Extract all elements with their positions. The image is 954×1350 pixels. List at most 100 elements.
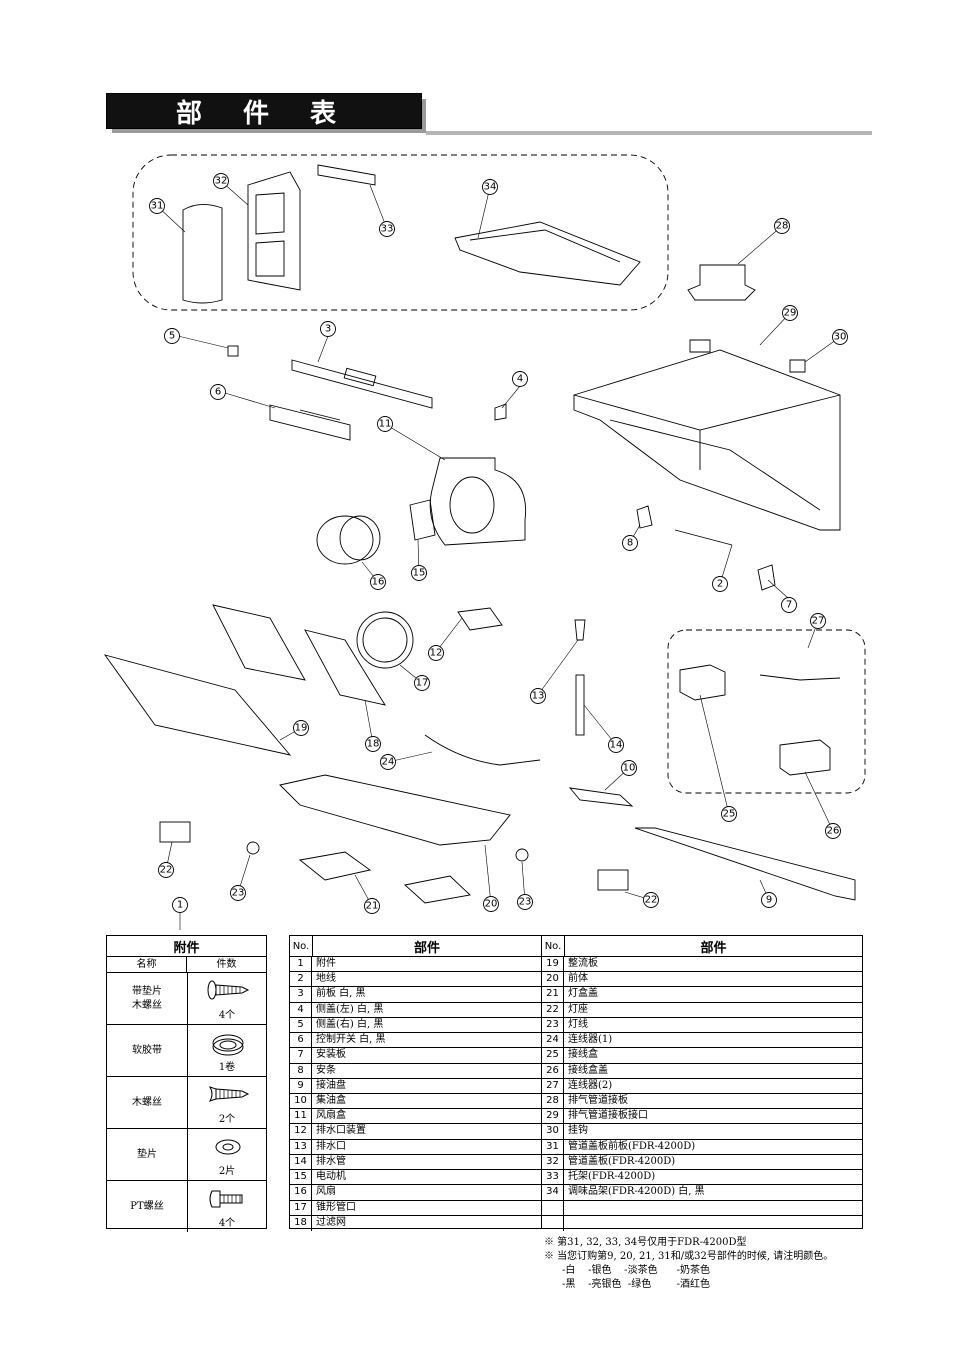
part-number: 7 xyxy=(290,1048,312,1063)
callout-12-label: 12 xyxy=(430,648,443,659)
part-name: 集油盒 xyxy=(316,1094,346,1106)
callout-19: 19 xyxy=(293,720,309,736)
part-number: 17 xyxy=(290,1200,312,1215)
callout-5-label: 5 xyxy=(169,331,175,342)
part-number: 32 xyxy=(542,1154,564,1170)
part-31-duct-front-panel xyxy=(182,204,223,304)
accessory-qty: 4个 xyxy=(218,1218,236,1229)
callout-25: 25 xyxy=(721,806,737,822)
optional-connector-group xyxy=(667,629,866,794)
note-colors-row-1: -白 -银色 -淡茶色 -奶茶色 xyxy=(562,1265,711,1276)
part-number: 34 xyxy=(542,1185,564,1200)
part-34-spice-rack xyxy=(454,221,641,286)
part-21-lamp-cover-2 xyxy=(404,875,471,904)
part-number: 30 xyxy=(542,1124,564,1139)
part-8-bar xyxy=(636,505,653,529)
note-order-color: ※ 当您订购第9, 20, 21, 31和/或32号部件的时候, 请注明颜色。 xyxy=(544,1251,834,1262)
callout-23-label: 23 xyxy=(232,888,245,899)
parts-table-right-header: No. 部件 xyxy=(542,936,862,957)
callout-21: 21 xyxy=(364,898,380,914)
part-number: 22 xyxy=(542,1002,564,1017)
part-name: 接油盘 xyxy=(316,1079,346,1091)
callout-3-label: 3 xyxy=(325,324,331,335)
part-number: 33 xyxy=(542,1170,564,1185)
part-number: 18 xyxy=(290,1215,312,1231)
part-30-hook xyxy=(789,359,806,373)
callout-14-label: 14 xyxy=(610,740,623,751)
callout-17-label: 17 xyxy=(416,678,429,689)
accessory-qty-cell: 4个 xyxy=(188,1181,266,1232)
part-number: 24 xyxy=(542,1033,564,1048)
part-11-fan-housing-opening xyxy=(449,476,495,534)
part-24-connector xyxy=(424,734,541,766)
callout-32-label: 32 xyxy=(215,176,228,187)
part-number: 26 xyxy=(542,1063,564,1078)
callout-16: 16 xyxy=(370,574,386,590)
part-5-side-cap xyxy=(227,345,239,357)
part-21-lamp-cover xyxy=(298,851,372,881)
callout-1-label: 1 xyxy=(177,900,183,911)
callout-10: 10 xyxy=(621,760,637,776)
part-name: 灯线 xyxy=(568,1018,588,1030)
callout-21-label: 21 xyxy=(366,901,379,912)
table-row: 27 连线器(2) xyxy=(542,1078,862,1094)
part-2-ground-wire xyxy=(674,529,733,546)
callout-1: 1 xyxy=(172,897,188,913)
callout-8-label: 8 xyxy=(627,538,633,549)
accessory-qty-cell: 1卷 xyxy=(188,1025,266,1076)
callout-34-label: 34 xyxy=(484,182,497,193)
callout-22-label: 22 xyxy=(160,865,173,876)
accessory-row: 软胶带 1卷 xyxy=(107,1025,266,1077)
part-name: 管道盖板(FDR-4200D) xyxy=(568,1155,676,1167)
callout-24: 24 xyxy=(380,754,396,770)
table-row: 23 灯线 xyxy=(542,1017,862,1034)
part-name: 过滤网 xyxy=(316,1216,346,1228)
callout-5: 5 xyxy=(164,328,180,344)
part-number: 2 xyxy=(290,972,312,987)
parts-name-header: 部件 xyxy=(700,940,727,956)
accessory-name: 带垫片 木螺丝 xyxy=(107,973,188,1024)
callout-17: 17 xyxy=(414,675,430,691)
part-number: 13 xyxy=(290,1139,312,1154)
callout-27-label: 27 xyxy=(812,616,825,627)
callout-33-label: 33 xyxy=(381,224,394,235)
accessories-col-name: 名称 xyxy=(107,957,187,972)
part-number: 23 xyxy=(542,1017,564,1033)
hood-inner xyxy=(609,419,821,511)
callout-15-label: 15 xyxy=(413,568,426,579)
part-name: 排水口 xyxy=(316,1140,346,1152)
part-14-drain-pipe xyxy=(575,674,585,736)
part-name: 连线器(2) xyxy=(568,1079,613,1091)
part-18-filter-mesh-2 xyxy=(304,629,386,706)
page-title: 部 件 表 xyxy=(106,93,422,129)
part-name: 锥形管口 xyxy=(316,1201,356,1213)
part-9-oil-tray xyxy=(634,827,856,901)
note-model-only: ※ 第31, 32, 33, 34号仅用于FDR-4200D型 xyxy=(544,1237,747,1248)
accessory-qty: 2片 xyxy=(218,1166,236,1177)
callout-28-label: 28 xyxy=(776,221,789,232)
part-name: 接线盒盖 xyxy=(568,1064,608,1076)
callout-28: 28 xyxy=(774,218,790,234)
accessory-qty-cell: 4个 xyxy=(188,973,266,1024)
part-number: 27 xyxy=(542,1078,564,1093)
callout-33: 33 xyxy=(379,221,395,237)
leader-lines xyxy=(156,180,841,930)
callout-18-label: 18 xyxy=(367,739,380,750)
callout-19-label: 19 xyxy=(295,723,308,734)
callout-31-label: 31 xyxy=(151,201,164,212)
optional-parts-group xyxy=(132,154,669,311)
callout-13: 13 xyxy=(530,688,546,704)
